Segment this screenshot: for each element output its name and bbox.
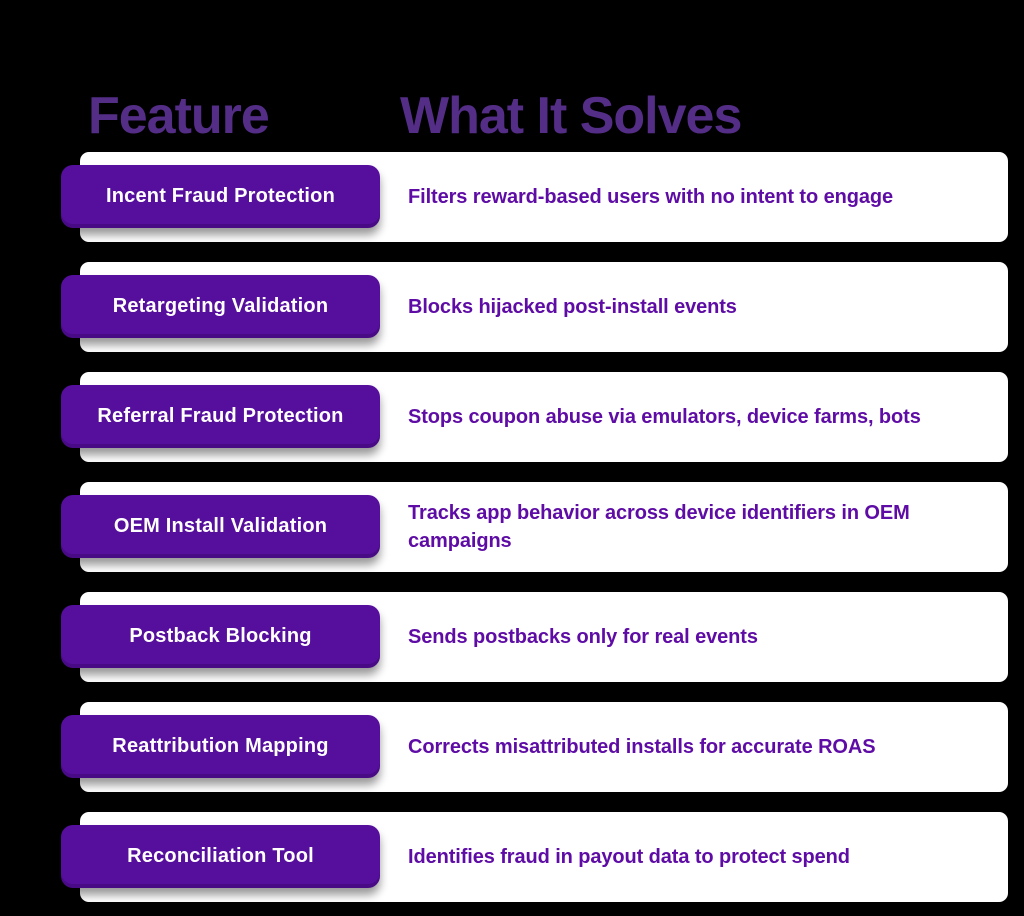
feature-badge: Reconciliation Tool (61, 825, 380, 888)
feature-description: Tracks app behavior across device identi… (408, 501, 910, 552)
feature-row: Reconciliation Tool Identifies fraud in … (61, 812, 1008, 902)
feature-badge-label: Postback Blocking (129, 625, 312, 647)
feature-row: Postback Blocking Sends postbacks only f… (61, 592, 1008, 682)
feature-badge: Reattribution Mapping (61, 715, 380, 778)
feature-badge-label: Reconciliation Tool (127, 845, 314, 867)
feature-description: Stops coupon abuse via emulators, device… (408, 405, 921, 428)
feature-description: Identifies fraud in payout data to prote… (408, 845, 850, 868)
feature-badge-label: Referral Fraud Protection (97, 405, 344, 427)
feature-description: Sends postbacks only for real events (408, 625, 758, 648)
feature-badge: Referral Fraud Protection (61, 385, 380, 448)
feature-row: Referral Fraud Protection Stops coupon a… (61, 372, 1008, 462)
feature-badge-label: Reattribution Mapping (112, 735, 329, 757)
feature-badge: Retargeting Validation (61, 275, 380, 338)
feature-row: Retargeting Validation Blocks hijacked p… (61, 262, 1008, 352)
feature-description: Blocks hijacked post-install events (408, 295, 737, 318)
column-header-what-it-solves: What It Solves (400, 87, 742, 145)
feature-badge-label: Incent Fraud Protection (105, 185, 336, 207)
feature-row: Reattribution Mapping Corrects misattrib… (61, 702, 1008, 792)
feature-description: Corrects misattributed installs for accu… (408, 735, 876, 758)
feature-row: Incent Fraud Protection Filters reward-b… (61, 152, 1008, 242)
feature-badge: Postback Blocking (61, 605, 380, 668)
feature-badge-label: OEM Install Validation (113, 515, 328, 537)
feature-badge: Incent Fraud Protection (61, 165, 380, 228)
column-header-feature: Feature (88, 87, 270, 145)
feature-rows: Incent Fraud Protection Filters reward-b… (61, 152, 1008, 916)
feature-description: Filters reward-based users with no inten… (408, 185, 893, 208)
feature-row: OEM Install Validation Tracks app behavi… (61, 482, 1008, 572)
feature-badge: OEM Install Validation (61, 495, 380, 558)
feature-badge-label: Retargeting Validation (112, 295, 329, 317)
